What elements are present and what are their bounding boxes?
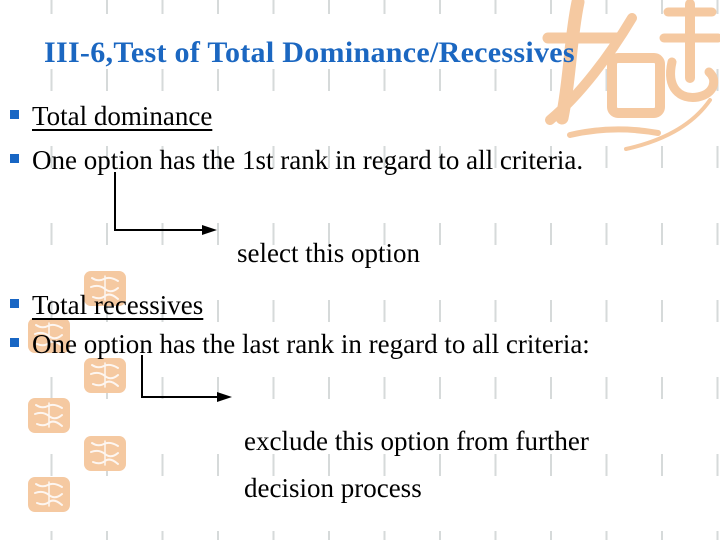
square-bullet-icon [10, 110, 19, 119]
elbow-arrow-icon [114, 172, 217, 235]
select-option-callout: select this option [237, 238, 420, 268]
bullet-item-first-rank: One option has the 1st rank in regard to… [10, 142, 583, 178]
seal-stamp-icon [28, 318, 70, 353]
square-bullet-icon [10, 154, 19, 163]
bullet-label: One option has the last rank in regard t… [32, 329, 590, 359]
bullet-label: Total recessives [32, 290, 204, 320]
seal-stamp-icon [28, 477, 70, 512]
seal-stamp-icon [28, 398, 70, 433]
seal-stamp-icon [84, 271, 126, 306]
page-title: III-6,Test of Total Dominance/Recessives [44, 36, 575, 69]
bullet-label: Total dominance [32, 101, 213, 131]
exclude-callout-line2: decision process [244, 473, 422, 503]
bullet-item-last-rank: One option has the last rank in regard t… [10, 326, 590, 362]
exclude-option-callout: exclude this option from further decisio… [244, 418, 589, 512]
square-bullet-icon [10, 299, 19, 308]
elbow-arrow-icon [141, 355, 232, 402]
seal-stamp-icon [84, 358, 126, 393]
calligraphy-art [542, 0, 720, 151]
bullet-label: One option has the 1st rank in regard to… [32, 145, 584, 175]
bullet-item-total-dominance: Total dominance [10, 98, 212, 134]
seal-stamp-icon [84, 436, 126, 471]
bullet-item-total-recessives: Total recessives [10, 287, 203, 323]
exclude-callout-line1: exclude this option from further [244, 426, 589, 456]
square-bullet-icon [10, 338, 19, 347]
